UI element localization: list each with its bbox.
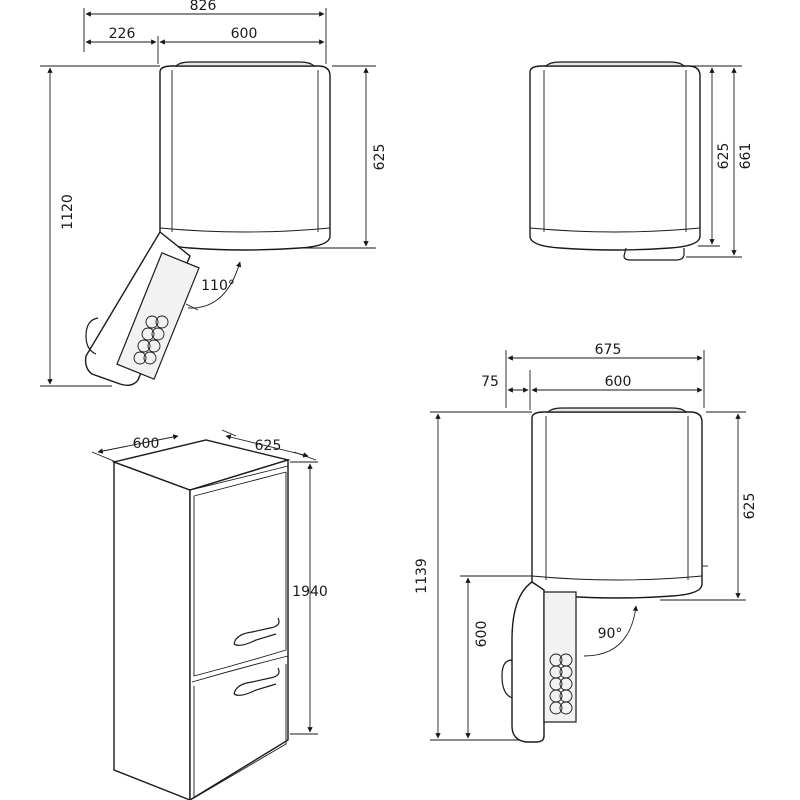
dim-661-label: 661 [738, 143, 754, 170]
dim-226-label: 226 [109, 26, 136, 42]
dim-675-label: 675 [595, 342, 622, 358]
door-handle-closed [623, 247, 685, 261]
egg-tray-90 [549, 653, 573, 715]
top-view-door-110: 826 226 600 625 1120 110° [40, 0, 388, 387]
dim-625-br-label: 625 [742, 493, 758, 520]
top-view-door-90: 675 75 600 1139 625 600 90° [414, 342, 758, 743]
open-door-90 [501, 581, 577, 743]
dim-600-br-label: 600 [605, 374, 632, 390]
perspective-view: 600 625 1940 [91, 429, 328, 800]
open-door-110 [84, 230, 200, 387]
dim-75-label: 75 [481, 374, 499, 390]
angle-110-label: 110° [201, 278, 235, 294]
dim-600-vert-label: 600 [474, 621, 490, 648]
dim-1940-label: 1940 [292, 584, 328, 600]
dim-1120-label: 1120 [60, 194, 76, 230]
dim-625-closed-label: 625 [716, 143, 732, 170]
dim-600-width-line [97, 434, 179, 454]
top-view-closed: 625 661 [529, 61, 754, 261]
dim-1139-label: 1139 [414, 558, 430, 594]
dim-625-label: 625 [372, 144, 388, 171]
angle-90-label: 90° [598, 626, 623, 642]
lower-door-handle [233, 667, 280, 696]
egg-tray [133, 315, 169, 365]
dim-600-label: 600 [231, 26, 258, 42]
dim-600-width-label: 600 [133, 436, 160, 452]
upper-door-handle [233, 617, 280, 646]
dim-625-depth-line [225, 434, 309, 458]
angle-110-arc [187, 261, 242, 309]
angle-90-arc [583, 605, 639, 657]
dim-826-label: 826 [190, 0, 217, 14]
dim-625-depth-label: 625 [255, 438, 282, 454]
